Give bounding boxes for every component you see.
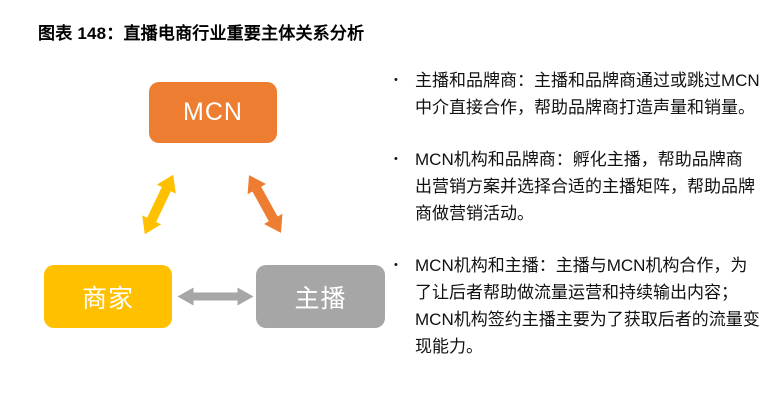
bullet-marker: •: [394, 259, 398, 271]
bullet-text: MCN机构和品牌商：孵化主播，帮助品牌商 出营销方案并选择合适的主播矩阵，帮助品…: [415, 150, 755, 223]
relationship-diagram: MCN 商家 主播: [44, 82, 385, 328]
arrow-merchant-anchor: [177, 287, 254, 306]
bullet-text: MCN机构和主播：主播与MCN机构合作，为 了让后者帮助做流量运营和持续输出内容…: [415, 256, 760, 356]
bullet-item: • MCN机构和主播：主播与MCN机构合作，为 了让后者帮助做流量运营和持续输出…: [394, 252, 762, 360]
bullet-item: • 主播和品牌商：主播和品牌商通过或跳过MCN 中介直接合作，帮助品牌商打造声量…: [394, 67, 762, 121]
bullet-marker: •: [394, 74, 398, 86]
bullet-text: 主播和品牌商：主播和品牌商通过或跳过MCN 中介直接合作，帮助品牌商打造声量和销…: [415, 71, 760, 117]
arrows-layer: [142, 174, 283, 306]
node-merchant: 商家: [44, 265, 172, 328]
node-anchor: 主播: [256, 265, 385, 328]
bullet-list: • 主播和品牌商：主播和品牌商通过或跳过MCN 中介直接合作，帮助品牌商打造声量…: [394, 67, 762, 360]
arrow-mcn-anchor: [247, 175, 283, 233]
bullet-item: • MCN机构和品牌商：孵化主播，帮助品牌商 出营销方案并选择合适的主播矩阵，帮…: [394, 146, 762, 227]
figure-title: 图表 148：直播电商行业重要主体关系分析: [38, 24, 365, 43]
bullet-marker: •: [394, 153, 398, 165]
arrow-mcn-merchant: [142, 174, 176, 235]
node-mcn: MCN: [149, 82, 277, 143]
